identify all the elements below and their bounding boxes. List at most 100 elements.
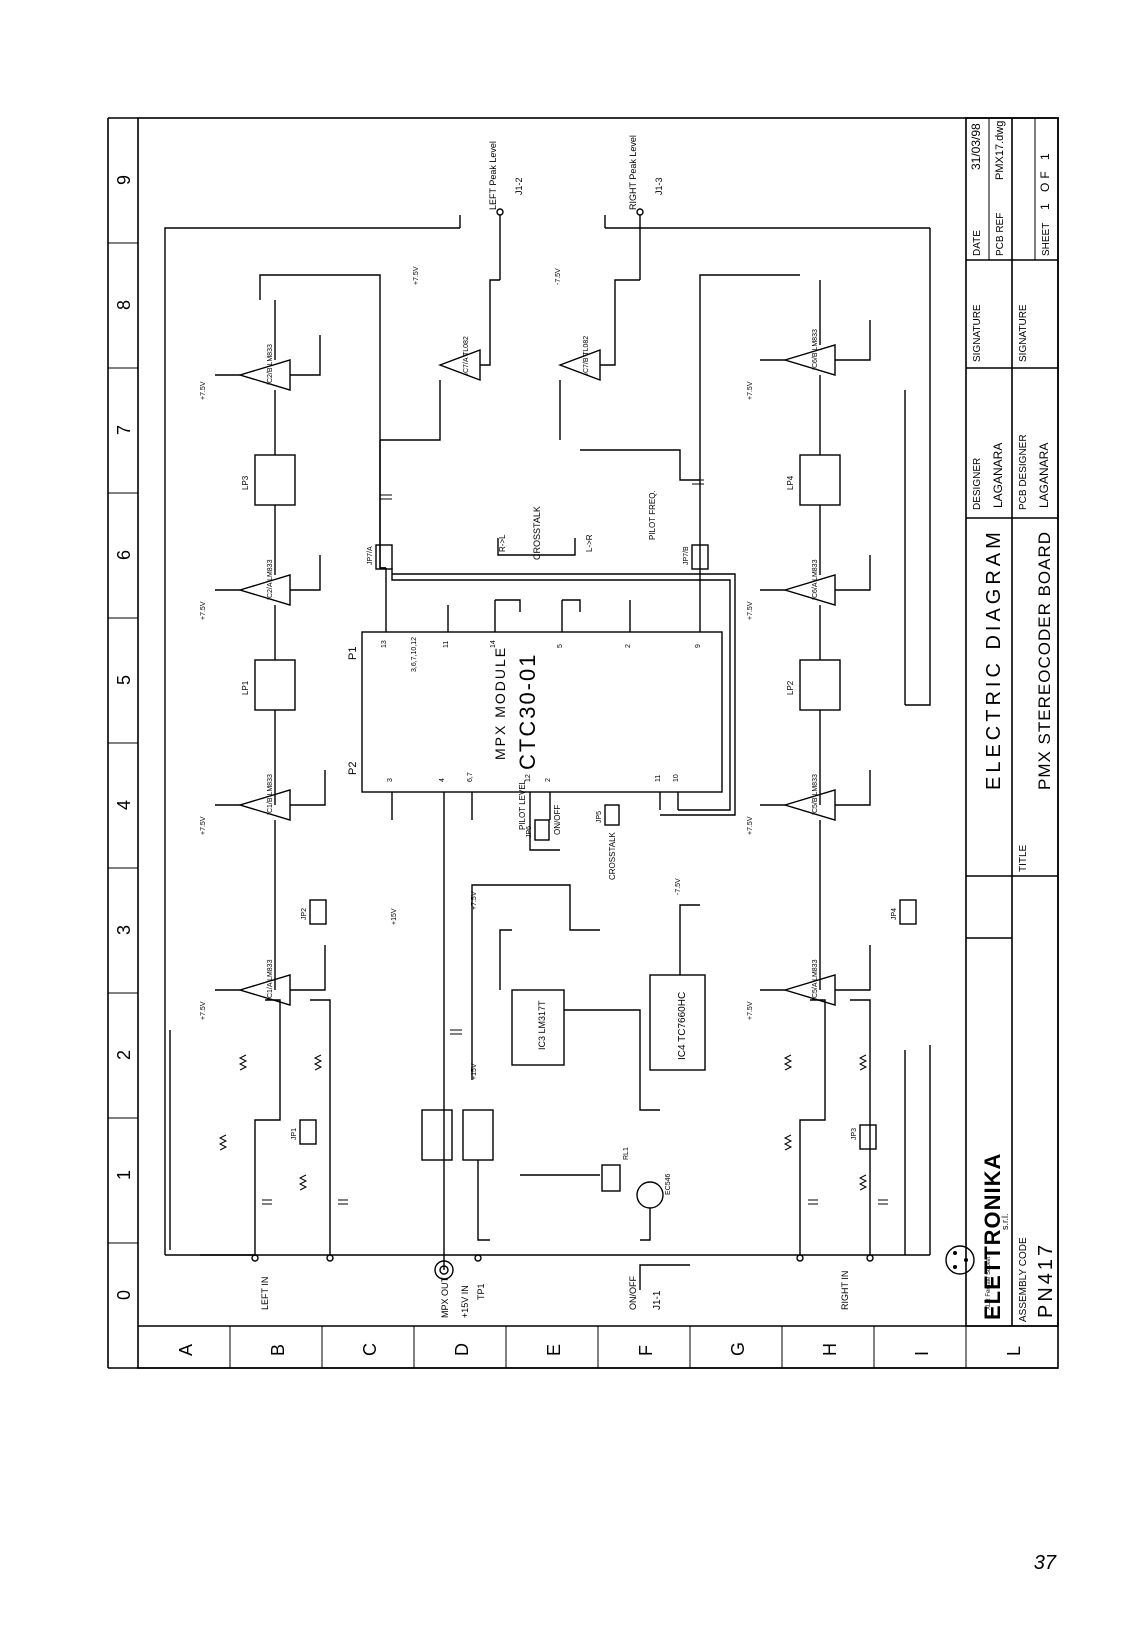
ic4-label: IC4 TC7660HC bbox=[677, 992, 688, 1060]
io-connectors: LEFT IN RIGHT IN MPX OUT +15V IN TP1 ON/… bbox=[251, 1245, 992, 1318]
right-channel-chain: IC5/A LM833 IC5/B LM833 IC6/A LM833 IC6/… bbox=[747, 280, 917, 1255]
grid-number: 7 bbox=[114, 425, 134, 435]
pcb-designer-label: PCB DESIGNER bbox=[1018, 434, 1029, 510]
supply-label: +7.5V bbox=[747, 1001, 754, 1020]
designer: LAGANARA bbox=[991, 443, 1005, 508]
module-p1: P1 bbox=[347, 647, 359, 660]
pin-label: 3 bbox=[387, 778, 394, 782]
signature-label-2: SIGNATURE bbox=[1018, 304, 1029, 362]
supply-label: +7.5V bbox=[471, 891, 478, 910]
rl1-label: RL1 bbox=[623, 1147, 630, 1160]
pin-label: 13 bbox=[381, 640, 388, 648]
supply-label: +7.5V bbox=[747, 816, 754, 835]
title-line-2: PMX STEREOCODER BOARD bbox=[1035, 531, 1054, 790]
pin-label: 6,7 bbox=[467, 772, 474, 782]
pcb-designer: LAGANARA bbox=[1037, 443, 1051, 508]
grid-number: 9 bbox=[114, 175, 134, 185]
assembly-code-label: ASSEMBLY CODE bbox=[1018, 1237, 1029, 1322]
grid-letter: C bbox=[360, 1343, 380, 1356]
left-in-label: LEFT IN bbox=[260, 1277, 270, 1310]
ic2b-label: IC2/B LM833 bbox=[267, 344, 274, 385]
xlr-label: XLR Female Socket bbox=[986, 1256, 992, 1310]
sheet-label: SHEET bbox=[1041, 223, 1052, 256]
ic5a-label: IC5/A LM833 bbox=[812, 959, 819, 1000]
jp2-label: JP2 bbox=[301, 908, 308, 920]
pin-label: 2 bbox=[625, 644, 632, 648]
ic1b-label: IC1/B LM833 bbox=[267, 774, 274, 815]
mpx-out-label: MPX OUT bbox=[440, 1276, 450, 1318]
grid-letter: D bbox=[452, 1343, 472, 1356]
ic1a-label: IC1/A LM833 bbox=[267, 959, 274, 1000]
module-name: MPX MODULE bbox=[492, 646, 508, 760]
grid-letter: E bbox=[544, 1344, 564, 1356]
peak-level-section: IC7/A TL082 IC7/B TL082 LEFT Peak Level … bbox=[380, 135, 700, 481]
passive-components bbox=[218, 479, 888, 1205]
on-off-label: ON/OFF bbox=[628, 1276, 638, 1310]
grid-letter: H bbox=[820, 1343, 840, 1356]
grid-number: 2 bbox=[114, 1050, 134, 1060]
date-label: DATE bbox=[972, 230, 983, 256]
module-p2: P2 bbox=[347, 762, 359, 775]
pin-label: 2 bbox=[545, 778, 552, 782]
crosstalk-section: JP7/A JP7/B CROSSTALK R->L L->R PILOT FR… bbox=[367, 490, 709, 880]
ic6a-label: IC6/A LM833 bbox=[812, 559, 819, 600]
ic6b-label: IC6/B LM833 bbox=[812, 329, 819, 370]
left-channel-chain: IC1/A LM833 IC1/B LM833 IC2/A LM833 IC2/… bbox=[200, 300, 331, 1256]
pin-label: 11 bbox=[655, 775, 662, 782]
grid-number: 5 bbox=[114, 675, 134, 685]
supply-label: +7.5V bbox=[200, 381, 207, 400]
pin-label: 4 bbox=[439, 778, 446, 782]
crosstalk-label-2: CROSSTALK bbox=[608, 831, 617, 880]
crosstalk-label: CROSSTALK bbox=[532, 506, 542, 560]
left-peak-label: LEFT Peak Level bbox=[488, 141, 498, 210]
supply-label: +7.5V bbox=[747, 381, 754, 400]
ic7b-label: IC7/B TL082 bbox=[583, 336, 590, 375]
grid-letter: B bbox=[268, 1344, 288, 1356]
right-in-label: RIGHT IN bbox=[840, 1271, 850, 1310]
supply-label: +7.5V bbox=[200, 601, 207, 620]
supply-label: +7.5V bbox=[200, 1001, 207, 1020]
ic3-label: IC3 LM317T bbox=[537, 1000, 547, 1050]
ic2a-label: IC2/A LM833 bbox=[267, 559, 274, 600]
ic5b-label: IC5/B LM833 bbox=[812, 774, 819, 815]
r-to-l-label: R->L bbox=[498, 534, 507, 552]
grid-number: 8 bbox=[114, 300, 134, 310]
designer-label: DESIGNER bbox=[972, 458, 983, 510]
module-part: CTC30-01 bbox=[515, 653, 540, 770]
grid-number: 4 bbox=[114, 800, 134, 810]
pcb-ref-label: PCB REF bbox=[995, 213, 1006, 256]
lp4-label: LP4 bbox=[786, 475, 795, 490]
company-suffix: s.r.l. bbox=[1000, 1213, 1010, 1230]
pin-label: 3,6,7,10,12 bbox=[411, 637, 418, 672]
pcb-ref: PMX17.dwg bbox=[994, 121, 1006, 180]
supply-label: -7.5V bbox=[675, 878, 682, 895]
pin-label: 5 bbox=[557, 644, 564, 648]
jp7b-label: JP7/B bbox=[683, 546, 690, 565]
sheet-value: 1 OF 1 bbox=[1038, 149, 1052, 210]
power-section: IC3 LM317T IC4 TC7660HC +7.5V -7.5V +15V… bbox=[391, 878, 706, 1241]
grid-number: 1 bbox=[114, 1170, 134, 1180]
bus-wiring bbox=[164, 215, 931, 1256]
grid-letters: A B C D E F G H I L bbox=[176, 1342, 1024, 1356]
page-number: 37 bbox=[1033, 1552, 1056, 1574]
title-block: ASSEMBLY CODE PN417 ELETTRONIKA s.r.l. T… bbox=[965, 117, 1059, 1327]
grid-number: 0 bbox=[114, 1290, 134, 1300]
pilot-freq-label: PILOT FREQ. bbox=[648, 490, 657, 540]
lp2-label: LP2 bbox=[786, 680, 795, 695]
supply-label: +7.5V bbox=[200, 816, 207, 835]
pin-label: 11 bbox=[443, 641, 450, 648]
lp1-label: LP1 bbox=[241, 680, 250, 695]
assembly-code: PN417 bbox=[1035, 1242, 1057, 1318]
grid-letter: I bbox=[912, 1351, 932, 1356]
right-peak-label: RIGHT Peak Level bbox=[628, 135, 638, 210]
l-to-r-label: L->R bbox=[585, 534, 594, 552]
jp4-label: JP4 bbox=[891, 908, 898, 920]
t1-label: EC546 bbox=[665, 1173, 672, 1195]
date: 31/03/98 bbox=[969, 123, 983, 170]
jp1-label: JP1 bbox=[291, 1128, 298, 1140]
lp3-label: LP3 bbox=[241, 475, 250, 490]
grid-number: 6 bbox=[114, 550, 134, 560]
supply-label: -7.5V bbox=[555, 268, 562, 285]
pin-label: 9 bbox=[695, 644, 702, 648]
grid-number: 3 bbox=[114, 925, 134, 935]
